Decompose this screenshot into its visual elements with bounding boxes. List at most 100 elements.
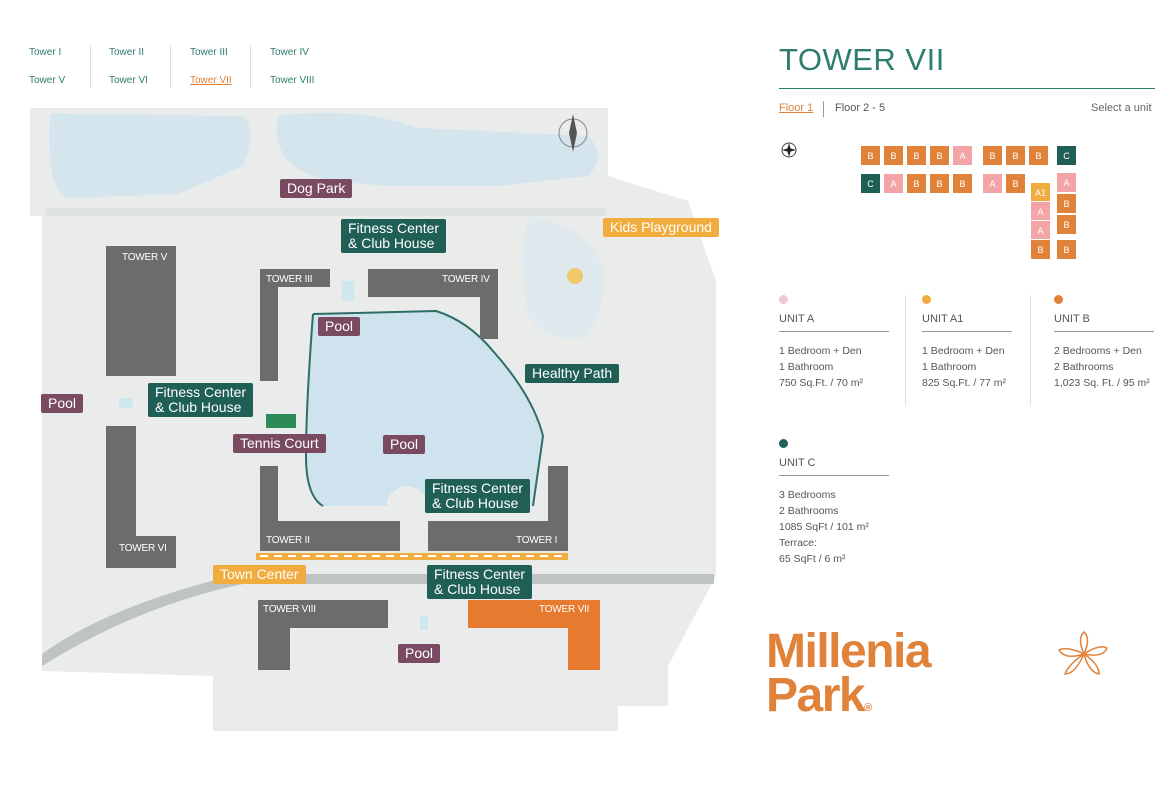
tower-4-label[interactable]: TOWER IV xyxy=(442,274,490,285)
tower-3-label[interactable]: TOWER III xyxy=(266,274,313,285)
floor-tab-separator xyxy=(823,101,824,117)
tower-link-2[interactable]: Tower II xyxy=(109,47,145,58)
tower-link-5[interactable]: Tower V xyxy=(29,75,66,86)
unit-b-rule xyxy=(1054,331,1154,332)
healthy-path-label[interactable]: Healthy Path xyxy=(525,364,620,383)
tower-link-7[interactable]: Tower VII xyxy=(190,75,232,86)
tower-1-label[interactable]: TOWER I xyxy=(516,535,558,546)
unit-c-line1: 3 Bedrooms xyxy=(779,489,836,501)
unit-cell[interactable]: B xyxy=(1005,173,1026,194)
unit-cell[interactable]: A xyxy=(883,173,904,194)
pool-center-label[interactable]: Pool xyxy=(383,435,426,454)
tower-6-label[interactable]: TOWER VI xyxy=(119,543,167,554)
dog-park-label[interactable]: Dog Park xyxy=(280,179,353,198)
fitness-center-bottom-line2: & Club House xyxy=(434,581,521,597)
tower-5-label[interactable]: TOWER V xyxy=(122,252,168,263)
pool-bottom-label[interactable]: Pool xyxy=(398,644,441,663)
tower-link-8[interactable]: Tower VIII xyxy=(270,75,315,86)
unit-cell[interactable]: B xyxy=(860,145,881,166)
tower-2-label[interactable]: TOWER II xyxy=(266,535,310,546)
brand-registered-mark: ® xyxy=(864,702,873,714)
unit-cell[interactable]: B xyxy=(929,173,950,194)
unit-b-line1: 2 Bedrooms + Den xyxy=(1054,345,1142,357)
legend-divider xyxy=(1030,295,1031,405)
unit-cell[interactable]: B xyxy=(1030,239,1051,260)
unit-cell[interactable]: B xyxy=(929,145,950,166)
tower-link-3[interactable]: Tower III xyxy=(190,47,228,58)
unit-cell[interactable]: C xyxy=(1056,145,1077,166)
unit-cell[interactable]: A xyxy=(1030,220,1051,241)
unit-c-name: UNIT C xyxy=(779,457,816,469)
unit-b-dot xyxy=(1054,295,1063,304)
unit-cell[interactable]: A1 xyxy=(1030,182,1051,203)
unit-cell[interactable]: B xyxy=(1056,239,1077,260)
unit-b-legend[interactable]: UNIT B 2 Bedrooms + Den 2 Bathrooms 1,02… xyxy=(1054,295,1166,389)
unit-c-line3: 1085 SqFt / 101 m² xyxy=(779,521,869,533)
unit-cell[interactable]: B xyxy=(1028,145,1049,166)
kids-playground-label[interactable]: Kids Playground xyxy=(603,218,719,237)
tennis-court-label[interactable]: Tennis Court xyxy=(233,434,326,453)
fitness-center-center-line2: & Club House xyxy=(432,495,519,511)
legend-divider xyxy=(905,295,906,405)
title-divider xyxy=(779,88,1155,89)
unit-cell[interactable]: A xyxy=(982,173,1003,194)
tower-8-label[interactable]: TOWER VIII xyxy=(263,604,316,615)
unit-cell[interactable]: B xyxy=(1005,145,1026,166)
select-unit-hint: Select a unit xyxy=(1091,102,1152,114)
fitness-center-center-label[interactable]: Fitness Center & Club House xyxy=(425,479,531,513)
unit-a1-line2: 1 Bathroom xyxy=(922,361,977,373)
fitness-center-top-line1: Fitness Center xyxy=(348,220,440,236)
unit-a1-legend[interactable]: UNIT A1 1 Bedroom + Den 1 Bathroom 825 S… xyxy=(922,295,1034,389)
unit-a1-dot xyxy=(922,295,931,304)
site-map-drawing xyxy=(30,108,716,731)
unit-a-legend[interactable]: UNIT A 1 Bedroom + Den 1 Bathroom 750 Sq… xyxy=(779,295,891,389)
unit-c-line4: Terrace: xyxy=(779,537,817,549)
unit-a-line2: 1 Bathroom xyxy=(779,361,834,373)
unit-cell[interactable]: B xyxy=(1056,214,1077,235)
brand-logo-line1: Millenia xyxy=(766,625,932,678)
unit-a1-line3: 825 Sq.Ft. / 77 m² xyxy=(922,377,1007,389)
unit-c-dot xyxy=(779,439,788,448)
tower-link-6[interactable]: Tower VI xyxy=(109,75,148,86)
unit-a1-rule xyxy=(922,331,1012,332)
unit-a1-line1: 1 Bedroom + Den xyxy=(922,345,1005,357)
pool-left-label[interactable]: Pool xyxy=(41,394,84,413)
fitness-center-top-label[interactable]: Fitness Center & Club House xyxy=(341,219,447,253)
unit-a1-name: UNIT A1 xyxy=(922,313,964,325)
fitness-center-top-line2: & Club House xyxy=(348,235,435,251)
fitness-center-bottom-label[interactable]: Fitness Center & Club House xyxy=(427,565,533,599)
unit-cell[interactable]: B xyxy=(906,173,927,194)
unit-cell[interactable]: C xyxy=(860,173,881,194)
unit-c-legend[interactable]: UNIT C 3 Bedrooms 2 Bathrooms 1085 SqFt … xyxy=(779,439,891,569)
tower-7-label[interactable]: TOWER VII xyxy=(539,604,590,615)
unit-c-line2: 2 Bathrooms xyxy=(779,505,839,517)
unit-c-line5: 65 SqFt / 6 m² xyxy=(779,553,846,565)
unit-cell[interactable]: B xyxy=(1056,193,1077,214)
floor-tab-1[interactable]: Floor 1 xyxy=(779,102,814,114)
fitness-center-bottom-line1: Fitness Center xyxy=(434,566,526,582)
unit-b-name: UNIT B xyxy=(1054,313,1090,325)
brand-logo-line2: Park® xyxy=(766,672,873,731)
unit-cell[interactable]: A xyxy=(1056,172,1077,193)
fitness-center-left-label[interactable]: Fitness Center & Club House xyxy=(148,383,254,417)
fitness-center-center-line1: Fitness Center xyxy=(432,480,524,496)
unit-cell[interactable]: B xyxy=(952,173,973,194)
unit-a-name: UNIT A xyxy=(779,313,815,325)
unit-b-line3: 1,023 Sq. Ft. / 95 m² xyxy=(1054,377,1150,389)
fitness-center-left-line2: & Club House xyxy=(155,399,242,415)
unit-cell[interactable]: A xyxy=(1030,201,1051,222)
floor-tab-2-5[interactable]: Floor 2 - 5 xyxy=(835,102,886,114)
town-center-label[interactable]: Town Center xyxy=(213,565,306,584)
unit-a-line1: 1 Bedroom + Den xyxy=(779,345,862,357)
flower-icon xyxy=(1057,631,1108,675)
pool-top-label[interactable]: Pool xyxy=(318,317,361,336)
unit-a-line3: 750 Sq.Ft. / 70 m² xyxy=(779,377,864,389)
unit-cell[interactable]: B xyxy=(982,145,1003,166)
compass-icon xyxy=(781,142,797,158)
unit-cell[interactable]: B xyxy=(883,145,904,166)
unit-cell[interactable]: B xyxy=(906,145,927,166)
unit-cell[interactable]: A xyxy=(952,145,973,166)
site-map: Dog Park Kids Playground Fitness Center … xyxy=(28,106,719,731)
tower-link-4[interactable]: Tower IV xyxy=(270,47,309,58)
tower-link-1[interactable]: Tower I xyxy=(29,47,62,58)
